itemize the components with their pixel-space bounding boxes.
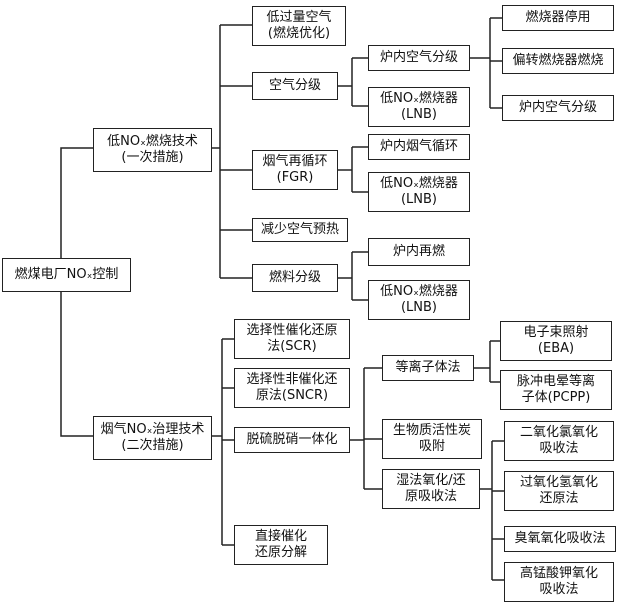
furnace-flue-recirculation-node: 炉内烟气循环 [368, 134, 470, 160]
pcpp-node: 脉冲电晕等离 子体(PCPP) [500, 370, 612, 410]
sncr-node: 选择性非催化还 原法(SNCR) [234, 368, 350, 408]
flue-gas-treatment-node: 烟气NOₓ治理技术 (二次措施) [93, 416, 212, 460]
air-staging-node: 空气分级 [252, 72, 338, 100]
lnb-node-3: 低NOₓ燃烧器 (LNB) [368, 280, 470, 320]
clo2-oxidation-node: 二氧化氯氧化 吸收法 [504, 421, 614, 461]
reduce-air-preheat-node: 减少空气预热 [252, 218, 348, 242]
lnb-node-2: 低NOₓ燃烧器 (LNB) [368, 172, 470, 212]
scr-node: 选择性催化还原 法(SCR) [234, 319, 350, 359]
bio-carbon-node: 生物质活性炭 吸附 [382, 419, 482, 459]
fuel-staging-node: 燃料分级 [252, 264, 338, 292]
low-excess-air-node: 低过量空气 (燃烧优化) [252, 6, 346, 46]
burner-stop-node: 燃烧器停用 [502, 5, 614, 31]
h2o2-oxidation-node: 过氧化氢氧化 还原法 [504, 471, 614, 511]
furnace-air-staging-node: 炉内空气分级 [368, 45, 470, 71]
low-nox-combustion-node: 低NOₓ燃烧技术 (一次措施) [93, 128, 212, 172]
kmno4-oxidation-node: 高锰酸钾氧化 吸收法 [504, 562, 614, 602]
lnb-node-1: 低NOₓ燃烧器 (LNB) [368, 87, 470, 127]
ozone-oxidation-node: 臭氧氧化吸收法 [504, 526, 616, 552]
direct-catalytic-node: 直接催化 还原分解 [234, 525, 328, 565]
furnace-reburn-node: 炉内再燃 [368, 238, 470, 266]
eba-node: 电子束照射 (EBA) [500, 321, 612, 361]
root-node: 燃煤电厂NOₓ控制 [2, 258, 131, 292]
plasma-node: 等离子体法 [382, 355, 474, 381]
fgr-node: 烟气再循环 (FGR) [252, 150, 338, 190]
desulf-denitrification-node: 脱硫脱硝一体化 [234, 427, 350, 453]
biased-firing-node: 偏转燃烧器燃烧 [502, 48, 614, 74]
wet-oxidation-node: 湿法氧化/还 原吸收法 [382, 469, 480, 509]
furnace-air-staging-2-node: 炉内空气分级 [502, 95, 614, 121]
